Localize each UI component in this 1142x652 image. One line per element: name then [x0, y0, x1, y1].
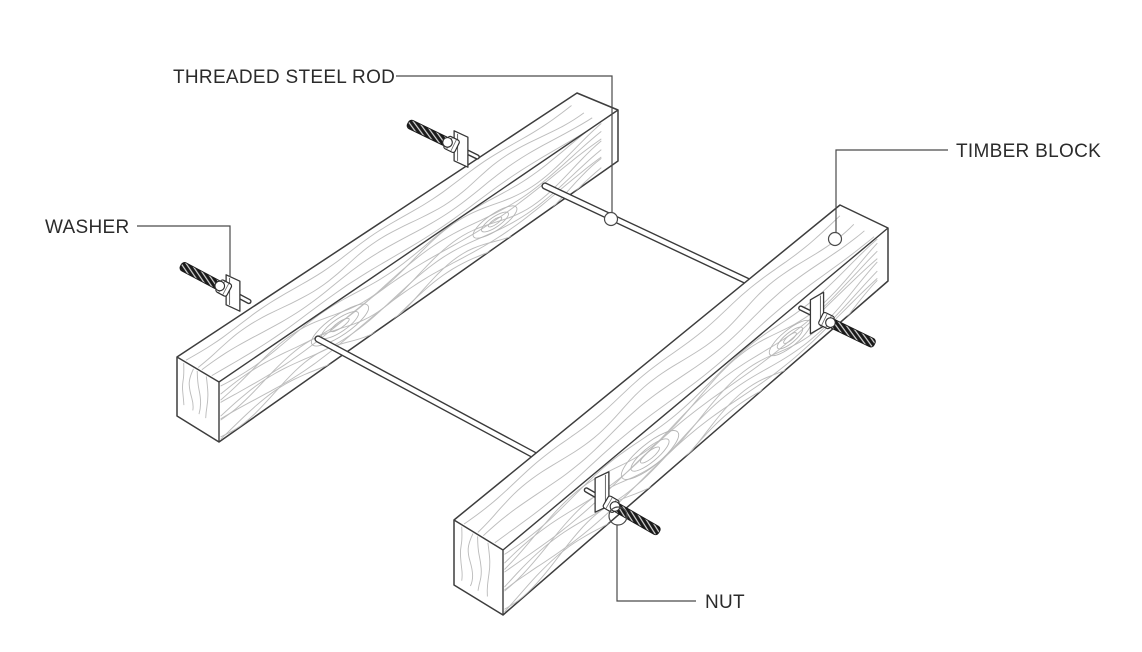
fastener-right [798, 291, 876, 348]
timber-block-right [453, 204, 889, 616]
leader-target-timber-block [827, 231, 843, 247]
leader-target-nut [608, 506, 628, 526]
leader-line-nut [616, 525, 696, 602]
leader-line-washer [137, 225, 231, 277]
threaded-rod-lower [314, 335, 538, 459]
annotation-labels: THREADED STEEL ROD TIMBER BLOCK WASHER N… [45, 67, 1101, 613]
wood-grain [182, 362, 209, 419]
wood-grain [185, 105, 601, 377]
fastener-washer [179, 262, 252, 312]
leader-line-threaded-steel-rod [396, 75, 613, 212]
wood-knots [310, 205, 518, 347]
fastener-top [406, 119, 480, 168]
leader-line-timber-block [835, 149, 948, 232]
wood-grain [459, 526, 491, 597]
fastener-assemblies [179, 119, 876, 536]
label-timber-block: TIMBER BLOCK [956, 141, 1101, 162]
leader-target-threaded-steel-rod [603, 211, 619, 227]
threaded-rod-upper [541, 182, 751, 285]
wood-grain [463, 215, 875, 544]
timber-block-left [176, 92, 619, 443]
label-washer: WASHER [45, 217, 130, 238]
annotation-leaders [137, 75, 948, 602]
label-threaded-steel-rod: THREADED STEEL ROD [173, 67, 395, 88]
label-nut: NUT [705, 592, 745, 613]
